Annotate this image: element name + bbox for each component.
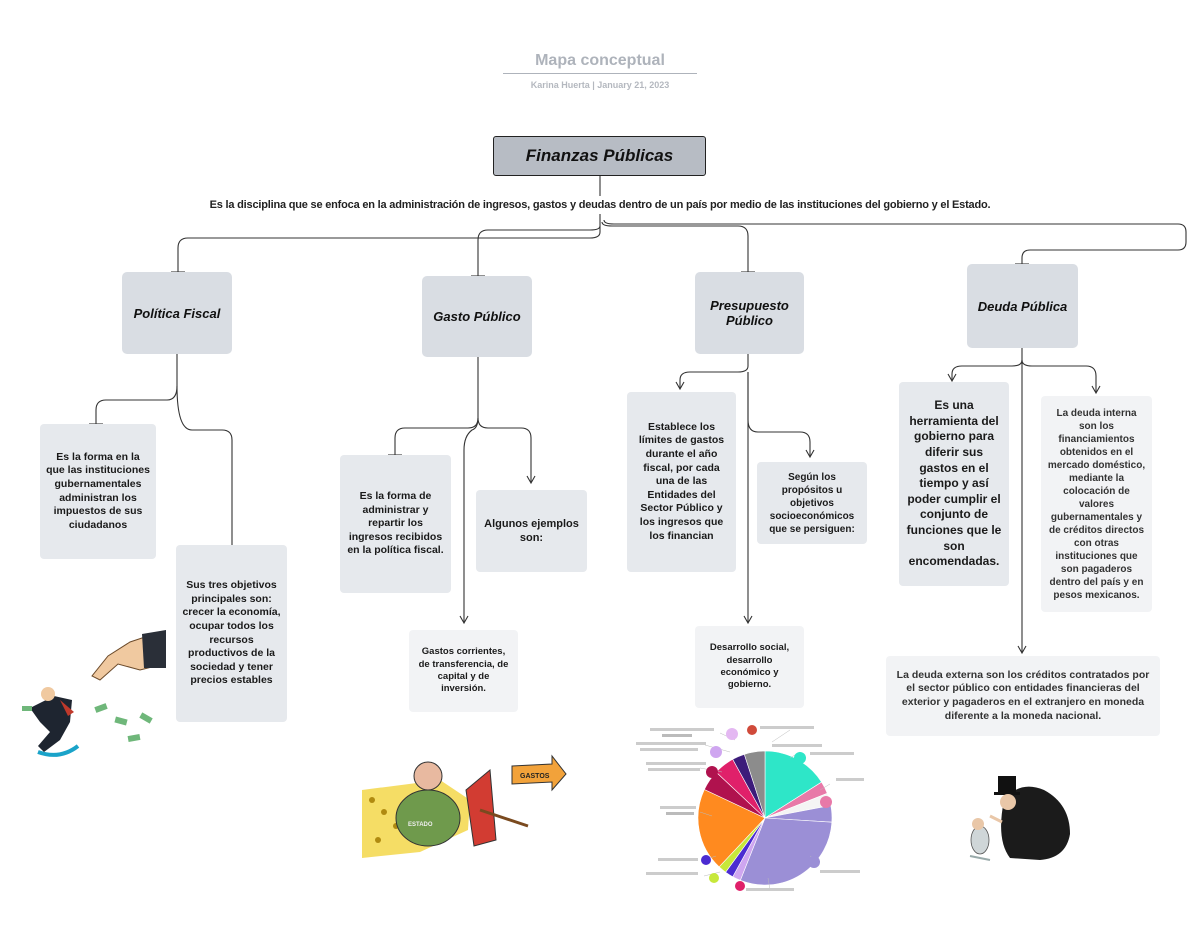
politica-fiscal-objectives[interactable]: Sus tres objetivos principales son: crec…: [176, 545, 287, 722]
presupuesto-purpose-detail[interactable]: Desarrollo social, desarrollo económico …: [695, 626, 804, 708]
presupuesto-purpose[interactable]: Según los propósitos u objetivos socioec…: [757, 462, 867, 544]
gasto-publico-definition[interactable]: Es la forma de administrar y repartir lo…: [340, 455, 451, 593]
presupuesto-definition[interactable]: Establece los límites de gastos durante …: [627, 392, 736, 572]
page-subtitle: Karina Huerta | January 21, 2023: [530, 80, 670, 90]
deuda-publica-definition[interactable]: Es una herramienta del gobierno para dif…: [899, 382, 1009, 586]
gasto-publico-examples-label[interactable]: Algunos ejemplos son:: [476, 490, 587, 572]
node-deuda-publica[interactable]: Deuda Pública: [967, 264, 1078, 348]
deuda-externa[interactable]: La deuda externa son los créditos contra…: [886, 656, 1160, 736]
title-divider: [503, 73, 697, 74]
deuda-interna[interactable]: La deuda interna son los financiamientos…: [1041, 396, 1152, 612]
page-title: Mapa conceptual: [535, 52, 665, 69]
node-gasto-publico[interactable]: Gasto Público: [422, 276, 532, 357]
node-presupuesto-publico[interactable]: Presupuesto Público: [695, 272, 804, 354]
gasto-publico-examples[interactable]: Gastos corrientes, de transferencia, de …: [409, 630, 518, 712]
node-politica-fiscal[interactable]: Política Fiscal: [122, 272, 232, 354]
root-node[interactable]: Finanzas Públicas: [493, 136, 706, 176]
politica-fiscal-definition[interactable]: Es la forma en la que las instituciones …: [40, 424, 156, 559]
root-definition: Es la disciplina que se enfoca en la adm…: [209, 199, 991, 211]
